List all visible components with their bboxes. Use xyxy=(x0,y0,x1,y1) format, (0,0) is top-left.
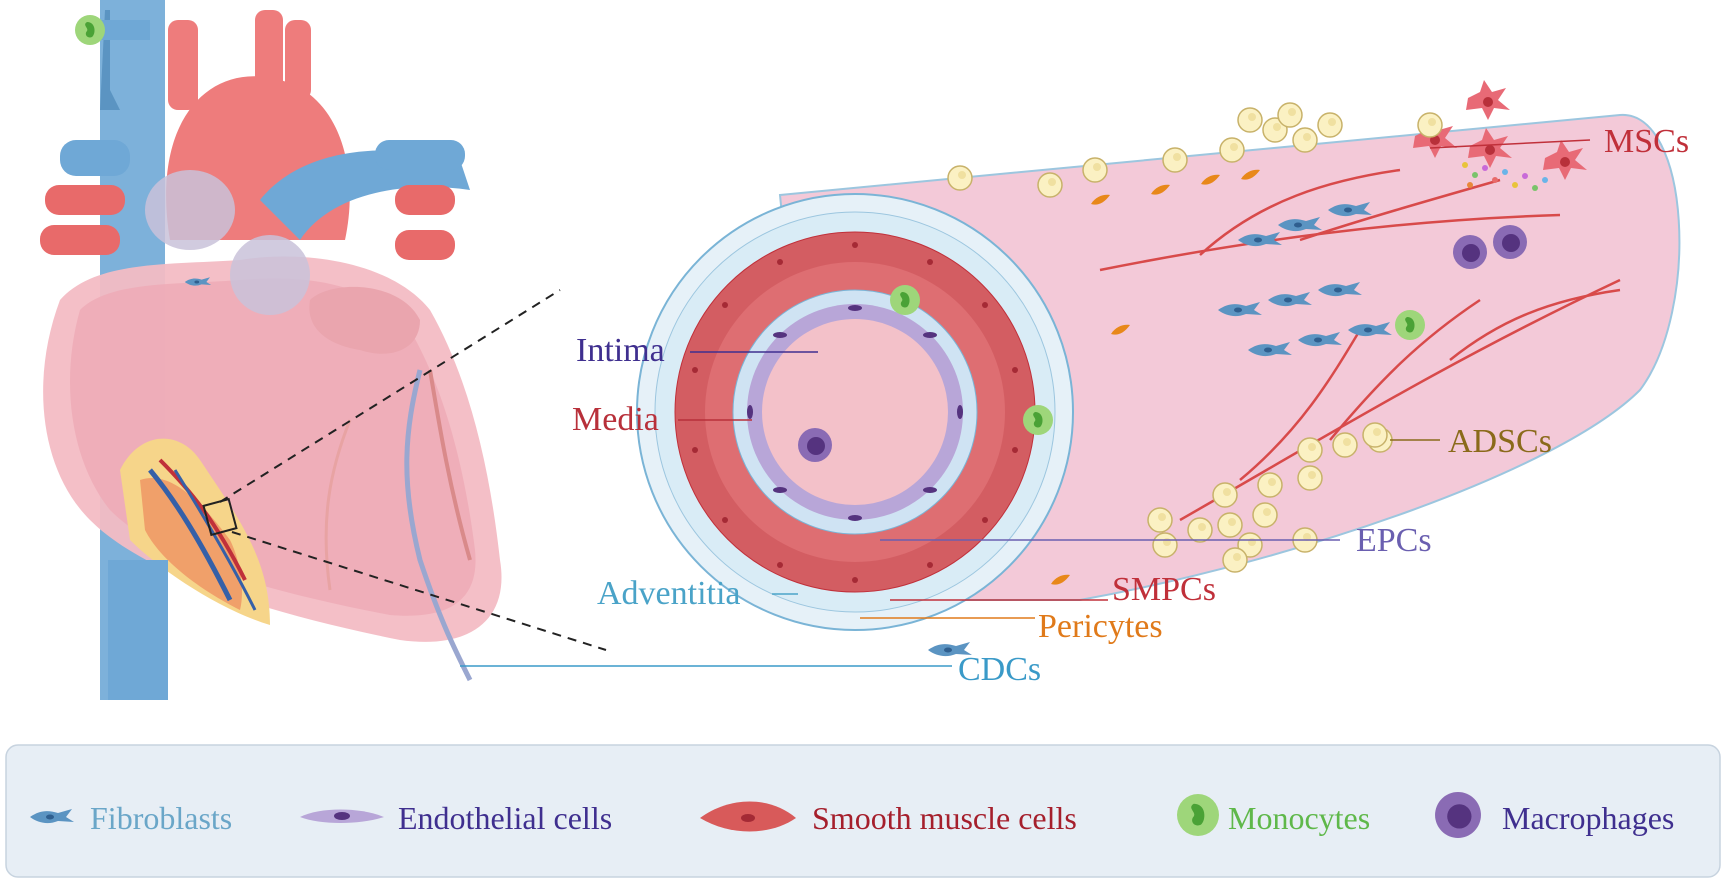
label-cdcs: CDCs xyxy=(958,651,1041,688)
heart-illustration xyxy=(40,0,502,700)
legend-endothelial-label: Endothelial cells xyxy=(398,800,612,836)
leader-lines xyxy=(460,139,1591,667)
label-adventitia: Adventitia xyxy=(597,575,741,612)
smooth-muscle-cell-icon xyxy=(700,801,796,832)
monocyte-icon xyxy=(1177,794,1219,836)
legend-smooth-muscle-label: Smooth muscle cells xyxy=(812,800,1077,836)
label-adscs: ADSCs xyxy=(1448,423,1552,460)
legend: Fibroblasts Endothelial cells Smooth mus… xyxy=(5,744,1721,878)
label-mscs: MSCs xyxy=(1604,123,1689,160)
legend-fibroblasts-label: Fibroblasts xyxy=(90,800,232,836)
legend-macrophages-label: Macrophages xyxy=(1502,800,1674,836)
label-pericytes: Pericytes xyxy=(1038,608,1163,645)
legend-monocytes-label: Monocytes xyxy=(1228,800,1370,836)
zoom-line-top xyxy=(219,289,561,503)
legend-monocytes: Monocytes xyxy=(1177,794,1370,836)
endothelial-cell-icon xyxy=(300,809,384,823)
label-media: Media xyxy=(572,401,659,438)
legend-box xyxy=(5,744,1721,878)
label-epcs: EPCs xyxy=(1356,522,1432,559)
zoom-line-bottom xyxy=(231,531,607,651)
legend-endothelial: Endothelial cells xyxy=(300,800,612,836)
legend-fibroblasts: Fibroblasts xyxy=(30,800,232,836)
vessel-illustration xyxy=(75,15,1681,657)
legend-smooth-muscle: Smooth muscle cells xyxy=(700,800,1077,836)
legend-macrophages: Macrophages xyxy=(1435,792,1674,838)
label-smpcs: SMPCs xyxy=(1112,571,1216,608)
label-intima: Intima xyxy=(576,332,665,369)
macrophage-icon xyxy=(1435,792,1481,838)
